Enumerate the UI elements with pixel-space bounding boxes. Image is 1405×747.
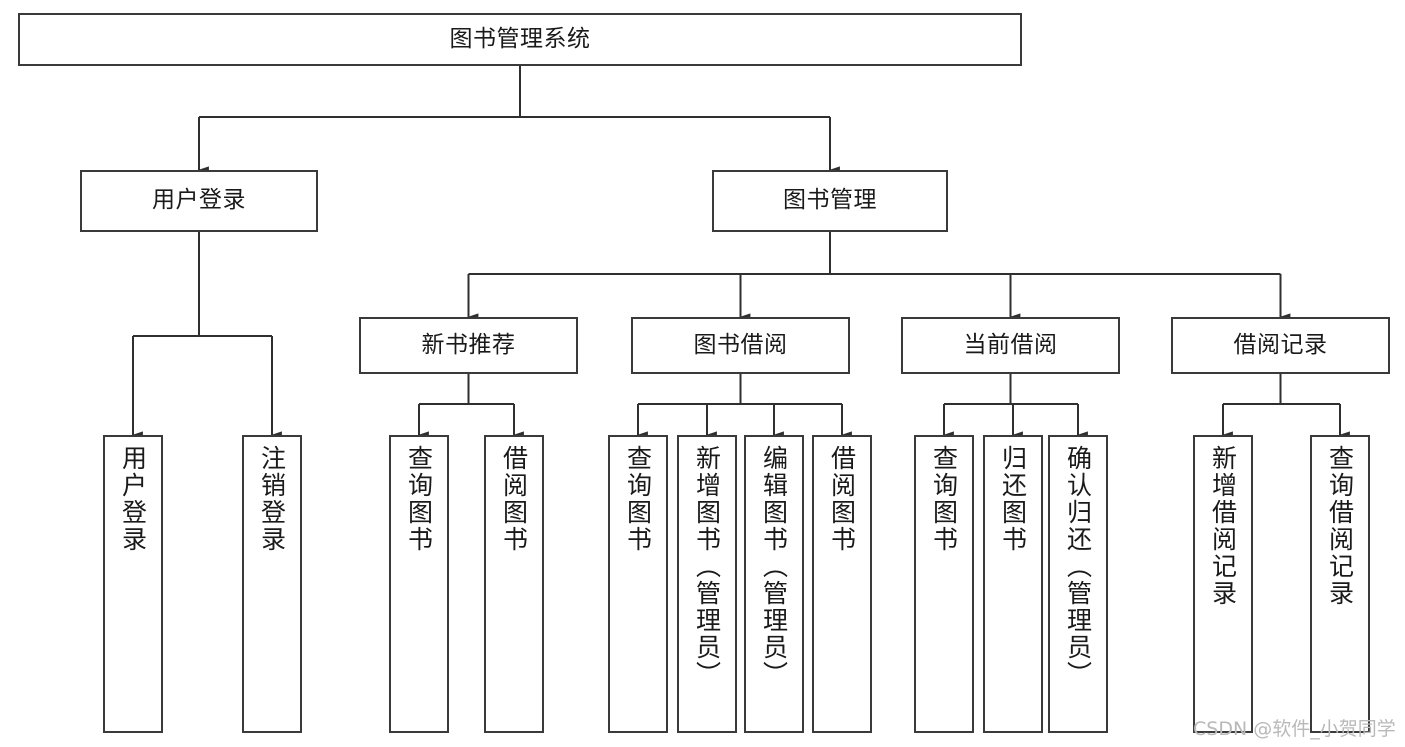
node-newbook[interactable]: 新书推荐 [359,317,578,374]
node-label: 新增借阅记录 [1208,445,1238,607]
node-current[interactable]: 当前借阅 [901,317,1120,374]
node-label: 查询图书 [404,445,434,553]
node-label: 借阅图书 [499,445,529,553]
node-leaf-2-1[interactable]: 查询图书 [389,435,449,733]
node-leaf-4-2[interactable]: 归还图书 [983,435,1043,733]
node-leaf-4-1[interactable]: 查询图书 [914,435,974,733]
node-label: 查询借阅记录 [1325,445,1355,607]
node-label: 注销登录 [257,445,287,553]
node-label: 借阅记录 [1233,331,1328,358]
node-leaf-3-2[interactable]: 新增图书（管理员） [677,435,737,733]
watermark: CSDN @软件_小贺同学 [1193,718,1396,740]
node-root[interactable]: 图书管理系统 [18,13,1022,66]
node-label: 用户登录 [152,187,246,214]
node-label: 归还图书 [998,445,1028,553]
node-label: 图书借阅 [693,331,788,358]
node-login[interactable]: 用户登录 [80,170,318,232]
node-label: 编辑图书（管理员） [759,445,789,688]
node-label: 图书管理系统 [449,25,591,52]
node-label: 查询图书 [929,445,959,553]
node-leaf-3-4[interactable]: 借阅图书 [812,435,872,733]
node-leaf-1-1[interactable]: 用户登录 [103,435,163,733]
node-leaf-2-2[interactable]: 借阅图书 [484,435,544,733]
node-bookmgmt[interactable]: 图书管理 [712,170,948,232]
node-leaf-3-1[interactable]: 查询图书 [608,435,668,733]
node-leaf-5-2[interactable]: 查询借阅记录 [1310,435,1370,733]
node-borrow[interactable]: 图书借阅 [631,317,850,374]
node-leaf-1-2[interactable]: 注销登录 [242,435,302,733]
node-label: 借阅图书 [827,445,857,553]
node-label: 新书推荐 [421,331,516,358]
node-leaf-5-1[interactable]: 新增借阅记录 [1193,435,1253,733]
node-label: 用户登录 [118,445,148,553]
node-records[interactable]: 借阅记录 [1171,317,1390,374]
node-leaf-3-3[interactable]: 编辑图书（管理员） [744,435,804,733]
node-label: 当前借阅 [963,331,1058,358]
node-label: 查询图书 [623,445,653,553]
node-label: 图书管理 [783,187,877,214]
node-label: 确认归还（管理员） [1063,445,1093,688]
node-leaf-4-3[interactable]: 确认归还（管理员） [1048,435,1108,733]
node-label: 新增图书（管理员） [692,445,722,688]
